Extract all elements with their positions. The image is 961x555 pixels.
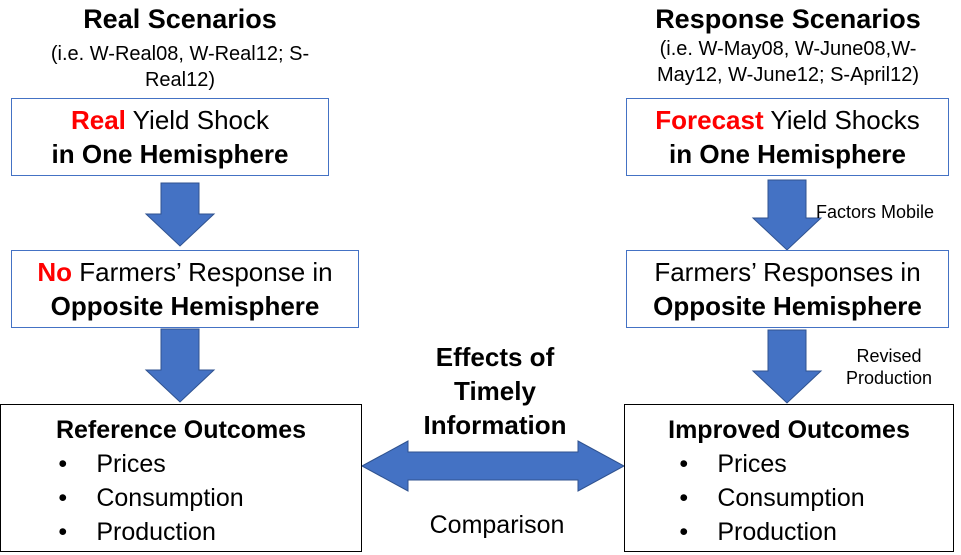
right-farmers-responses-box: Farmers’ Responses in Opposite Hemispher… — [626, 250, 949, 328]
list-item: •Prices — [58, 450, 166, 478]
left-box2-rest: Farmers’ Response in — [72, 257, 333, 287]
left-box2-line2: Opposite Hemisphere — [50, 291, 320, 321]
right-title: Response Scenarios — [655, 4, 921, 34]
right-box1-line2: in One Hemisphere — [669, 139, 906, 169]
right-box1-rest: Yield Shocks — [763, 105, 920, 135]
comparison-label: Comparison — [429, 511, 565, 539]
effects-line1: Effects of — [435, 342, 555, 372]
factors-mobile-label: Factors Mobile — [816, 202, 935, 222]
left-down-arrow-2 — [144, 328, 216, 403]
left-box2-line1: No Farmers’ Response in — [37, 255, 332, 289]
right-subtitle-line2: May12, W-June12; S-April12) — [657, 64, 919, 86]
list-item: •Consumption — [679, 484, 865, 512]
left-subtitle-line1: (i.e. W-Real08, W-Real12; S- — [50, 43, 310, 65]
effects-of-timely-information: Effects of Timely Information — [390, 340, 600, 442]
right-box2-line2: Opposite Hemisphere — [653, 291, 922, 321]
left-box2-highlight: No — [37, 257, 73, 287]
right-subtitle: (i.e. W-May08, W-June08,W- May12, W-June… — [627, 36, 949, 88]
right-forecast-yield-shocks-box: Forecast Yield Shocks in One Hemisphere — [626, 98, 949, 176]
revised-production-line1: Revised — [856, 346, 922, 366]
improved-outcomes-box: Improved Outcomes •Prices •Consumption •… — [624, 404, 954, 552]
revised-production-line2: Production — [845, 368, 933, 388]
right-down-arrow-2 — [751, 329, 823, 404]
right-down-arrow-1 — [751, 179, 823, 251]
effects-line2: Timely — [454, 376, 536, 406]
reference-outcomes-box: Reference Outcomes •Prices •Consumption … — [0, 404, 362, 552]
improved-outcomes-title: Improved Outcomes — [668, 416, 910, 444]
effects-line3: Information — [423, 410, 567, 440]
left-title: Real Scenarios — [83, 4, 277, 34]
reference-outcomes-list: •Prices •Consumption •Production — [58, 447, 243, 549]
right-subtitle-line1: (i.e. W-May08, W-June08,W- — [659, 38, 917, 60]
list-item: •Prices — [679, 450, 787, 478]
improved-outcomes-list: •Prices •Consumption •Production — [679, 447, 864, 549]
left-box1-line1: Real Yield Shock — [71, 103, 269, 137]
right-box1-line1: Forecast Yield Shocks — [655, 103, 919, 137]
left-box1-line2: in One Hemisphere — [51, 139, 289, 169]
right-box2-line1: Farmers’ Responses in — [654, 257, 921, 287]
right-box1-highlight: Forecast — [655, 105, 764, 135]
revised-production-label: Revised Production — [824, 345, 954, 389]
comparison-double-arrow — [360, 440, 626, 492]
list-item: •Consumption — [58, 484, 244, 512]
list-item: •Production — [58, 518, 216, 546]
left-real-yield-shock-box: Real Yield Shock in One Hemisphere — [11, 98, 329, 176]
left-box1-highlight: Real — [70, 105, 126, 135]
reference-outcomes-title: Reference Outcomes — [55, 416, 307, 444]
left-no-response-box: No Farmers’ Response in Opposite Hemisph… — [11, 250, 359, 328]
left-subtitle: (i.e. W-Real08, W-Real12; S- Real12) — [20, 41, 340, 93]
left-subtitle-line2: Real12) — [144, 69, 216, 91]
left-down-arrow-1 — [144, 182, 216, 247]
left-box1-rest: Yield Shock — [125, 105, 269, 135]
list-item: •Production — [679, 518, 837, 546]
